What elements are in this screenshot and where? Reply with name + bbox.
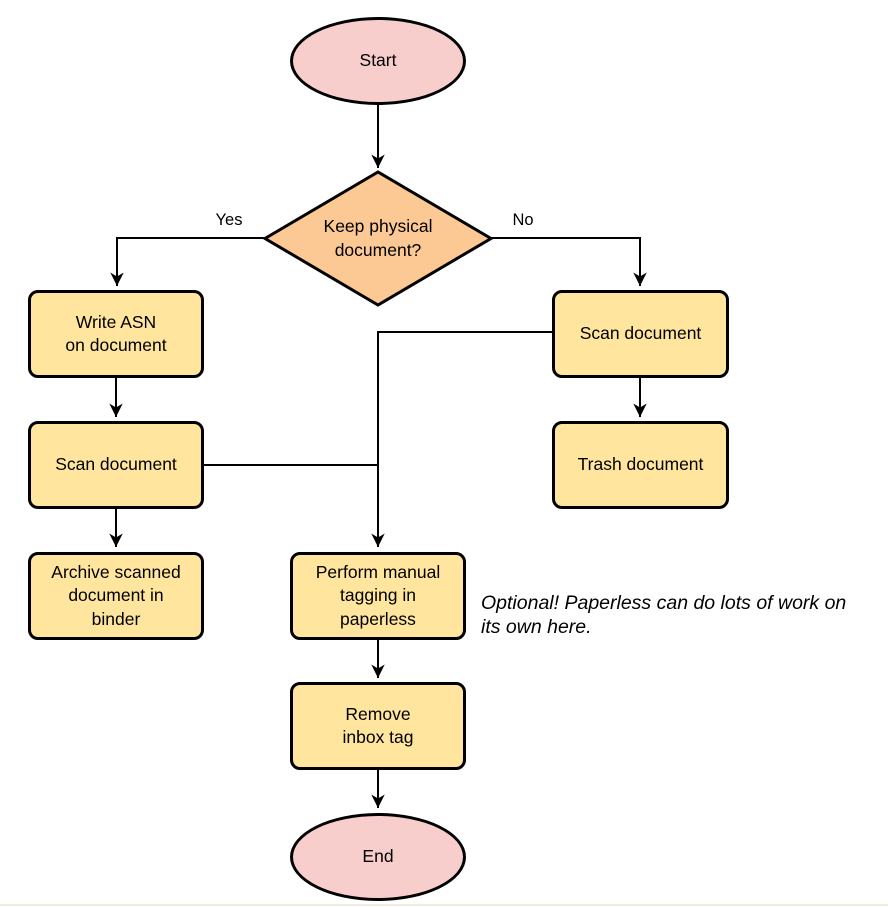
remove-inbox-tag-node-label: Remove inbox tag <box>342 703 414 747</box>
start-node-label: Start <box>359 50 397 71</box>
manual-tagging-node: Perform manual tagging in paperless <box>290 552 466 640</box>
yes-edge-label: Yes <box>215 211 243 229</box>
archive-node: Archive scanned document in binder <box>28 552 204 640</box>
no-edge-label: No <box>512 211 534 229</box>
write-asn-node: Write ASN on document <box>28 290 204 378</box>
decision-node: Keep physical document? <box>293 206 463 270</box>
decision-diamond-shape <box>262 170 494 307</box>
page-bottom-rule <box>0 904 888 906</box>
archive-node-label: Archive scanned document in binder <box>51 562 181 629</box>
scan-document-right-node: Scan document <box>552 290 729 378</box>
remove-inbox-tag-node: Remove inbox tag <box>290 682 466 770</box>
connector-decision-no-to-scan-right <box>491 237 647 286</box>
manual-tagging-node-label: Perform manual tagging in paperless <box>315 562 441 629</box>
scan-document-left-node: Scan document <box>28 421 204 509</box>
start-node: Start <box>290 17 466 105</box>
annotation-text: Optional! Paperless can do lots of work … <box>481 592 847 639</box>
trash-document-node: Trash document <box>552 421 729 509</box>
scan-document-left-node-label: Scan document <box>55 454 177 475</box>
end-node-label: End <box>362 846 394 867</box>
connector-decision-yes-to-write-asn <box>110 237 265 286</box>
end-node: End <box>290 813 466 901</box>
scan-document-right-node-label: Scan document <box>579 323 702 344</box>
decision-node-label: Keep physical document? <box>323 215 433 261</box>
trash-document-node-label: Trash document <box>577 454 704 475</box>
write-asn-node-label: Write ASN on document <box>65 311 167 355</box>
connector-scan-right-to-tagging <box>371 331 552 547</box>
